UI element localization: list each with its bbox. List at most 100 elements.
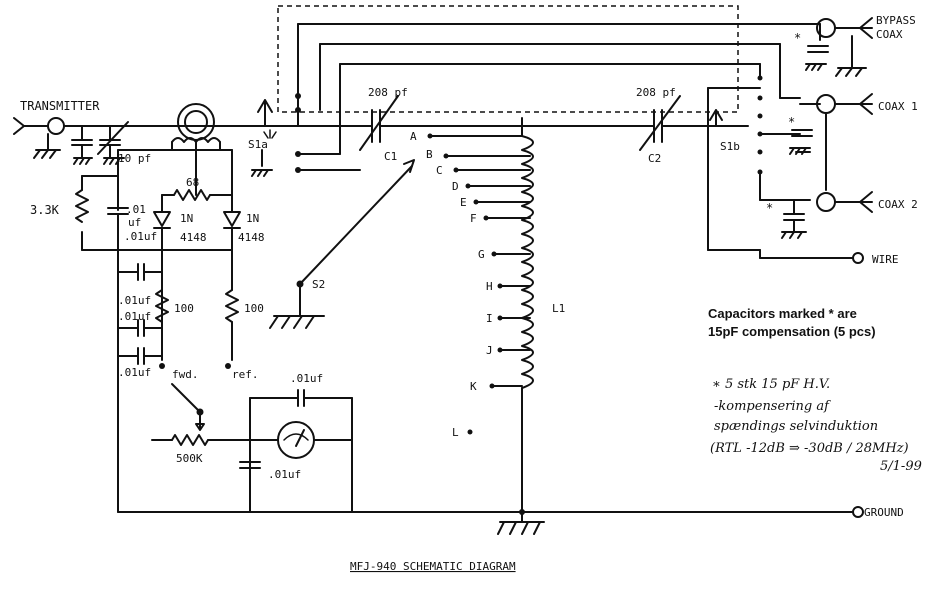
fwd-ref-switch: fwd. ref. — [159, 363, 259, 429]
cap-meter-bottom-label: .01uf — [268, 468, 301, 481]
note-line-1: Capacitors marked * are — [708, 306, 857, 321]
handwritten-annotation: ∗ 5 stk 15 pF H.V. -kompensering af spæn… — [710, 377, 922, 474]
output-coax1: COAX 1 * — [788, 93, 918, 191]
hand-line-5: 5/1-99 — [880, 459, 922, 474]
hand-line-2: -kompensering af — [714, 399, 831, 414]
tap-label-a: A — [410, 130, 417, 143]
cap-10pf-label: 10 pf — [118, 152, 151, 165]
cap-01-label: .01 — [126, 203, 146, 216]
diode-fwd: 1N 4148 — [153, 211, 207, 361]
ground-icon — [789, 147, 811, 155]
resistor-icon — [155, 289, 169, 323]
switch-s2: S2 — [269, 159, 415, 329]
bypass-coax-label: COAX — [876, 28, 903, 41]
tap-label-l: L — [452, 426, 459, 439]
resistor-100-ref: 100 — [225, 289, 264, 361]
diode-icon — [153, 211, 171, 227]
cap-c1: 208 pf C1 — [329, 86, 523, 163]
diode1-label-b: 4148 — [180, 231, 207, 244]
cap-01uf-b-label: .01uf — [118, 294, 151, 307]
transmitter-label: TRANSMITTER — [20, 99, 100, 113]
transmitter-connector-icon — [47, 117, 65, 135]
cap-meter-top-label: .01uf — [290, 372, 323, 385]
resistor-68-label: 68 — [186, 176, 199, 189]
svg-text:*: * — [766, 201, 773, 215]
cap-01uf-c-label: .01uf — [118, 310, 151, 323]
transmitter-input: TRANSMITTER 10 pf — [13, 99, 171, 165]
resistor-100-fwd-label: 100 — [174, 302, 194, 315]
tap-label-d: D — [452, 180, 459, 193]
s2-label: S2 — [312, 278, 325, 291]
toroid-icon — [177, 103, 215, 141]
tap-label-h: H — [486, 280, 493, 293]
bypass-cap-ladder: .01uf .01uf .01uf .01uf — [117, 230, 233, 513]
c1-name-label: C1 — [384, 150, 397, 163]
resistor-icon — [225, 289, 239, 323]
cap-c2: 208 pf C2 — [521, 86, 717, 165]
c2-value-label: 208 pf — [636, 86, 676, 99]
compensation-note: Capacitors marked * are 15pF compensatio… — [708, 306, 876, 339]
resistor-3k3: 3.3K — [30, 175, 171, 251]
diagram-caption: MFJ-940 SCHEMATIC DIAGRAM — [350, 560, 516, 573]
diode1-label-a: 1N — [180, 212, 193, 225]
switch-s1a: S1a — [248, 93, 331, 177]
resistor-100-ref-label: 100 — [244, 302, 264, 315]
inductor-l1: L1 — [521, 117, 565, 513]
diode2-label-a: 1N — [246, 212, 259, 225]
ground-icon — [497, 521, 545, 535]
pot-500k-label: 500K — [176, 452, 203, 465]
tap-label-j: J — [486, 344, 493, 357]
ground-icon — [33, 149, 61, 159]
l1-label: L1 — [552, 302, 565, 315]
ground-icon — [251, 169, 273, 177]
svg-text:*: * — [788, 115, 795, 129]
hand-line-3: spændings selvinduktion — [714, 419, 878, 434]
resistor-68: 68 — [161, 176, 233, 213]
wire-label: WIRE — [872, 253, 899, 266]
potentiometer-icon — [171, 434, 209, 446]
switch-bus-lines — [277, 5, 821, 171]
cap-01uf-d-label: .01uf — [118, 366, 151, 379]
tap-contacts: A B C D E F G H I J K L — [410, 130, 531, 439]
s1a-label: S1a — [248, 138, 268, 151]
tap-label-g: G — [478, 248, 485, 261]
c2-name-label: C2 — [648, 152, 661, 165]
ground-icon — [73, 157, 93, 165]
diode-ref: 1N 4148 — [223, 211, 265, 291]
svg-text:*: * — [794, 31, 801, 45]
tap-label-b: B — [426, 148, 433, 161]
ground-icon — [269, 315, 325, 329]
fwd-label: fwd. — [172, 368, 199, 381]
s1b-label: S1b — [720, 140, 740, 153]
terminal-icon — [852, 252, 864, 264]
coax2-label: COAX 2 — [878, 198, 918, 211]
ground-bus: GROUND — [117, 506, 904, 535]
resistor-100-fwd: 100 — [155, 289, 194, 323]
inductor-icon — [521, 135, 534, 389]
note-line-2: 15pF compensation (5 pcs) — [708, 324, 876, 339]
toroid-transformer — [117, 103, 266, 213]
tap-label-f: F — [470, 212, 477, 225]
diode-icon — [223, 211, 241, 227]
ref-label: ref. — [232, 368, 259, 381]
ground-icon — [805, 63, 827, 71]
coax-connector-icon — [816, 192, 836, 212]
ground-label: GROUND — [864, 506, 904, 519]
ground-icon — [835, 67, 867, 77]
hand-line-1: ∗ 5 stk 15 pF H.V. — [712, 377, 830, 392]
output-wire: WIRE — [759, 252, 899, 266]
cap-01-unit-label: uf — [128, 216, 141, 229]
c1-value-label: 208 pf — [368, 86, 408, 99]
diode2-label-b: 4148 — [238, 231, 265, 244]
cap-01uf-a-label: .01uf — [124, 230, 157, 243]
ground-icon — [781, 231, 807, 239]
tap-label-i: I — [486, 312, 493, 325]
tap-label-c: C — [436, 164, 443, 177]
switch-s1b: S1b — [707, 43, 821, 259]
hand-line-4: (RTL -12dB ⇒ -30dB / 28MHz) — [710, 441, 909, 456]
terminal-icon — [852, 506, 864, 518]
bypass-label: BYPASS — [876, 14, 916, 27]
resistor-icon — [173, 189, 211, 201]
meter-circuit: 500K .01uf .01uf — [151, 372, 353, 513]
